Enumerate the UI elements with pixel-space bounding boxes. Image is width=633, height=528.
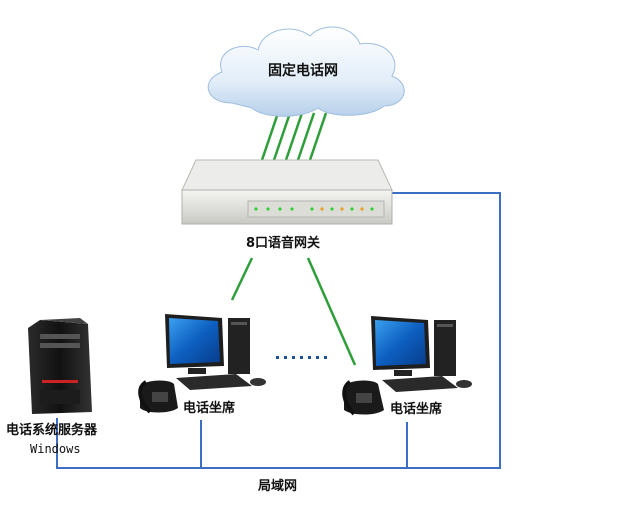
lan-lines — [56, 192, 501, 469]
gateway-led-icon — [254, 207, 374, 211]
server-os-label: Windows — [30, 442, 81, 456]
seat2-workstation-icon — [342, 316, 472, 416]
pstn-cloud-label: 固定电话网 — [268, 63, 338, 79]
seat1-label: 电话坐席 — [183, 401, 236, 416]
server-tower-icon — [28, 318, 92, 414]
lan-label: 局域网 — [258, 479, 298, 494]
server-label: 电话系统服务器 — [6, 423, 98, 438]
seat2-phone-line — [306, 257, 357, 366]
seat2-label: 电话坐席 — [390, 402, 443, 417]
seat1-workstation-icon — [138, 314, 266, 414]
seat-phone-lines — [230, 257, 357, 366]
pstn-lines — [260, 112, 328, 161]
lan-uplink-line — [56, 192, 501, 469]
voice-gateway-device — [181, 159, 393, 225]
more-seats-dots — [276, 356, 327, 359]
pstn-cloud-icon — [207, 26, 405, 117]
voice-gateway-label: 8口语音网关 — [246, 236, 321, 251]
seat1-phone-line — [230, 257, 254, 301]
